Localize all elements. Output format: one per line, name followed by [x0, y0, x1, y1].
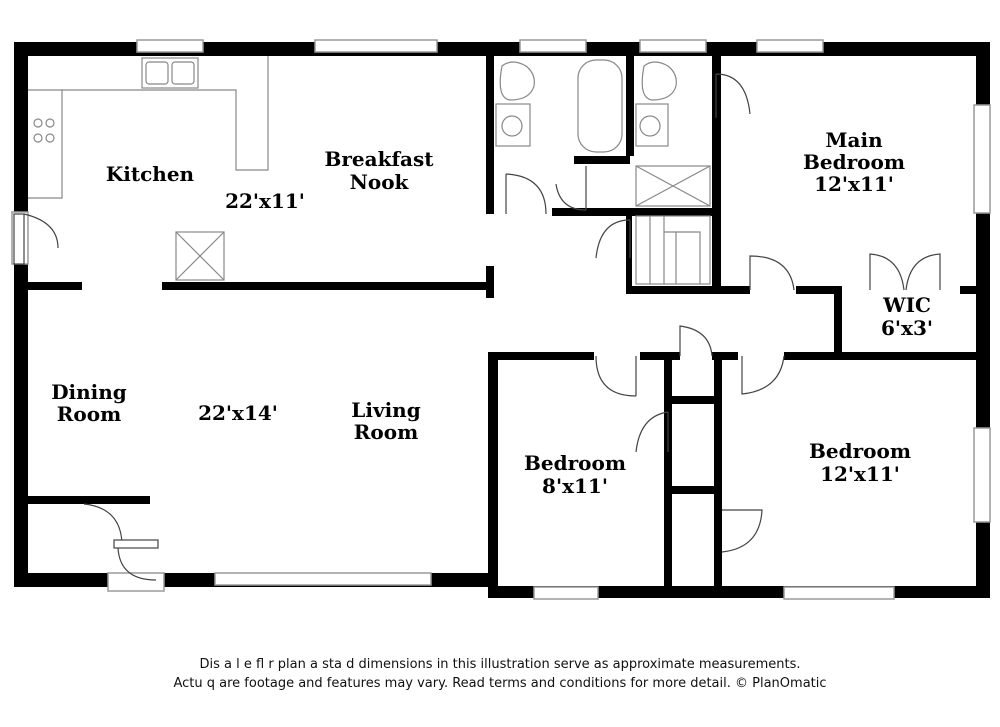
disclaimer-line-2: Actu q are footage and features may vary… [173, 676, 827, 691]
room-label-breakfast-nook-2: Nook [350, 170, 410, 194]
room-label-kitchen: Kitchen [106, 162, 195, 186]
room-label-dining-2: Room [57, 402, 121, 426]
room-label-bedroom-small: Bedroom [524, 451, 626, 475]
room-labels: Kitchen 22'x11' Breakfast Nook Main Bedr… [51, 128, 933, 498]
fixtures [28, 56, 711, 285]
room-label-main-bedroom-1: Main [825, 128, 883, 152]
room-label-breakfast-nook-1: Breakfast [324, 147, 434, 171]
room-label-living-1: Living [351, 398, 420, 422]
windows [11, 39, 991, 600]
room-size-wic: 6'x3' [881, 316, 933, 340]
disclaimer-line-1: Dis a l e fl r plan a sta d dimensions i… [199, 657, 801, 672]
room-label-dining-1: Dining [51, 380, 127, 404]
interior-walls [28, 56, 990, 598]
room-size-kitchen-nook: 22'x11' [225, 189, 305, 213]
room-label-bedroom-right: Bedroom [809, 439, 911, 463]
room-label-main-bedroom-2: Bedroom [803, 150, 905, 174]
room-size-bedroom-right: 12'x11' [820, 462, 900, 486]
room-size-main-bedroom: 12'x11' [814, 172, 894, 196]
room-size-bedroom-small: 8'x11' [542, 474, 608, 498]
room-label-living-2: Room [354, 420, 418, 444]
room-label-wic: WIC [882, 293, 931, 317]
doors [13, 73, 941, 581]
room-size-living-dining: 22'x14' [198, 401, 278, 425]
